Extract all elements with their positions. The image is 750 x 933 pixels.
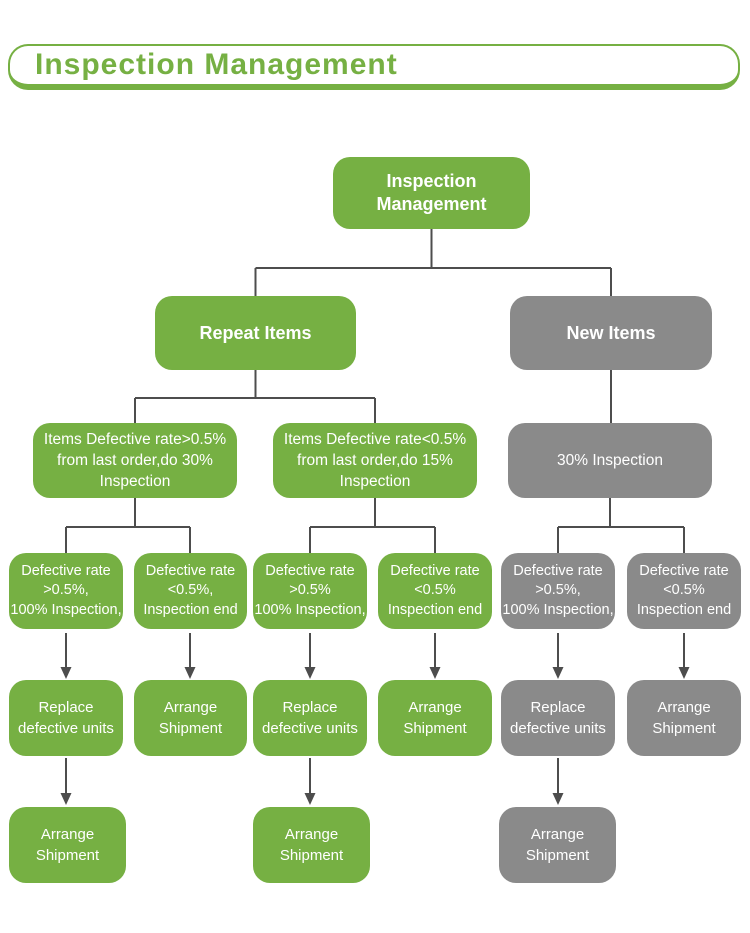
node-replace-units-3: Replace defective units	[501, 680, 615, 756]
node-label: Arrange Shipment	[279, 826, 344, 864]
node-label: Arrange Shipment	[35, 826, 100, 864]
node-outcome-1-high: Defective rate >0.5%, 100% Inspection,	[9, 553, 123, 629]
node-label: Defective rate <0.5% Inspection end	[387, 562, 483, 618]
connector-root	[254, 229, 612, 296]
node-final-shipment-3: Arrange Shipment	[499, 807, 616, 883]
node-label: Arrange Shipment	[158, 699, 223, 737]
page-title: Inspection Management	[35, 48, 398, 81]
node-arrange-shipment-3: Arrange Shipment	[627, 680, 741, 756]
node-label: Arrange Shipment	[525, 826, 590, 864]
node-final-shipment-2: Arrange Shipment	[253, 807, 370, 883]
node-label: Replace defective units	[18, 699, 114, 737]
node-label: Items Defective rate>0.5% from last orde…	[43, 431, 227, 490]
node-label: Replace defective units	[262, 699, 358, 737]
node-criterion-new-30: 30% Inspection	[508, 423, 712, 498]
node-arrange-shipment-2: Arrange Shipment	[378, 680, 492, 756]
node-label: New Items	[566, 322, 656, 343]
node-label: Defective rate <0.5% Inspection end	[636, 562, 732, 618]
node-label: 30% Inspection	[557, 452, 663, 469]
flow-arrows-finals	[60, 758, 564, 805]
connector-repeat	[134, 370, 376, 423]
node-label: Inspection Management	[376, 171, 487, 214]
node-label: Defective rate <0.5%, Inspection end	[143, 562, 238, 618]
node-final-shipment-1: Arrange Shipment	[9, 807, 126, 883]
connector-criteria-2	[309, 498, 436, 553]
node-outcome-3-high: Defective rate >0.5%, 100% Inspection,	[501, 553, 615, 629]
node-replace-units-1: Replace defective units	[9, 680, 123, 756]
node-label: Defective rate >0.5% 100% Inspection,	[254, 562, 366, 618]
node-replace-units-2: Replace defective units	[253, 680, 367, 756]
page-title-banner: Inspection Management	[8, 44, 740, 90]
node-inspection-management: Inspection Management	[333, 157, 530, 229]
node-label: Arrange Shipment	[403, 699, 467, 737]
node-criterion-repeat-low: Items Defective rate<0.5% from last orde…	[273, 423, 477, 498]
node-label: Defective rate >0.5%, 100% Inspection,	[10, 562, 122, 618]
node-label: Repeat Items	[199, 322, 312, 343]
node-criterion-repeat-high: Items Defective rate>0.5% from last orde…	[33, 423, 237, 498]
node-arrange-shipment-1: Arrange Shipment	[134, 680, 247, 756]
node-repeat-items: Repeat Items	[155, 296, 356, 370]
node-label: Arrange Shipment	[652, 699, 716, 737]
node-outcome-1-low: Defective rate <0.5%, Inspection end	[134, 553, 247, 629]
connector-criteria-3	[557, 498, 685, 553]
node-new-items: New Items	[510, 296, 712, 370]
node-outcome-2-low: Defective rate <0.5% Inspection end	[378, 553, 492, 629]
node-label: Items Defective rate<0.5% from last orde…	[283, 431, 467, 490]
connector-criteria-1	[65, 498, 191, 553]
node-outcome-2-high: Defective rate >0.5% 100% Inspection,	[253, 553, 367, 629]
node-label: Replace defective units	[510, 699, 606, 737]
node-outcome-3-low: Defective rate <0.5% Inspection end	[627, 553, 741, 629]
flow-arrows-outcomes	[60, 633, 690, 679]
node-label: Defective rate >0.5%, 100% Inspection,	[502, 562, 614, 618]
